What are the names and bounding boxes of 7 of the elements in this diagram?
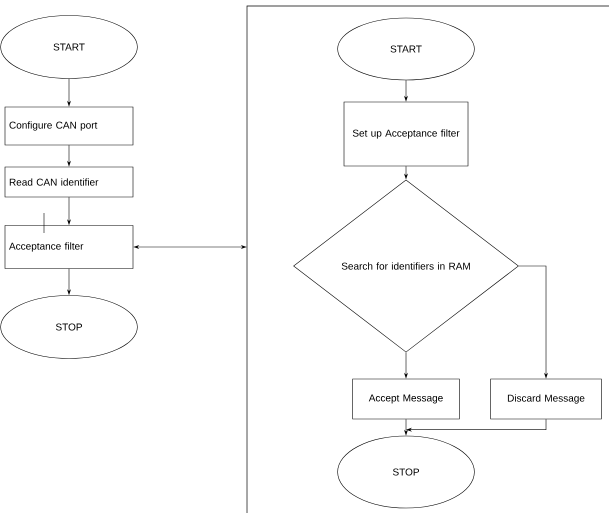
process-box: Accept Message [352, 378, 460, 420]
process-box: Configure CAN port [4, 106, 134, 146]
process-box: Read CAN identifier [4, 166, 134, 198]
process-box: Discard Message [490, 378, 602, 420]
process-box: Set up Acceptance filter [344, 102, 468, 166]
process-box: Acceptance filter [4, 225, 134, 269]
panel-frame [246, 6, 609, 513]
